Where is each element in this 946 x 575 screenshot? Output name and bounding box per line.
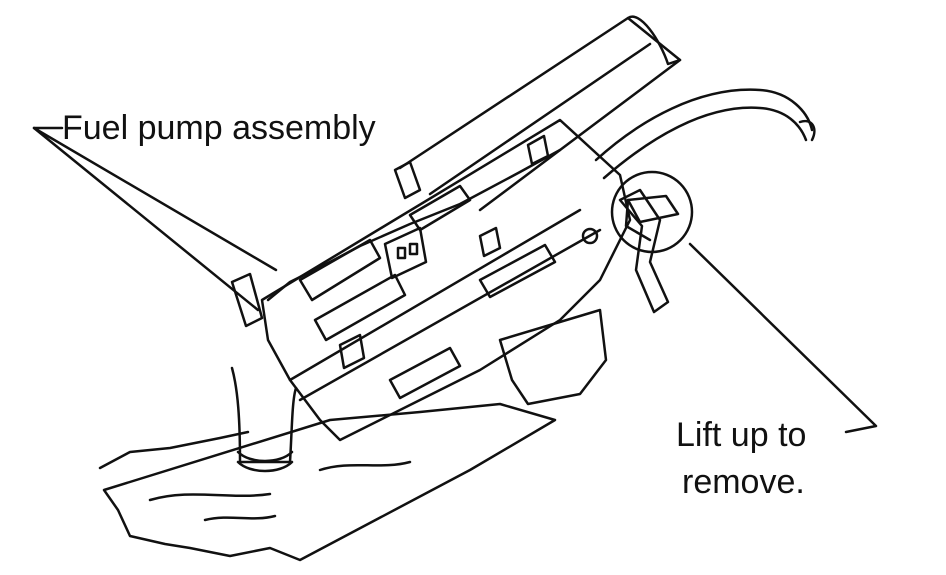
hose-end — [798, 119, 816, 142]
suction-pipe-ring — [236, 460, 294, 473]
pump-body — [260, 118, 632, 442]
connector-pin — [408, 242, 419, 256]
pump-slot — [298, 238, 382, 302]
fuel-pump-assembly-label: Fuel pump assembly — [62, 109, 376, 147]
pump-slot — [408, 184, 472, 232]
connector-pin — [396, 246, 407, 260]
lower-bracket — [498, 308, 608, 406]
pump-slot — [388, 346, 462, 400]
detail-part — [624, 198, 652, 242]
lift-up-label-line2: remove. — [682, 463, 805, 501]
leader-line-lift — [688, 242, 878, 434]
upper-tube — [398, 16, 682, 212]
left-tab — [230, 272, 264, 328]
detail-part — [626, 194, 680, 224]
pump-slot — [478, 243, 557, 299]
clip — [393, 160, 422, 200]
clip — [338, 333, 366, 370]
leader-line-fuel — [32, 126, 278, 272]
upper-tube-edge — [428, 42, 652, 196]
locking-lever — [618, 188, 670, 314]
fuel-hose — [602, 106, 808, 180]
lever-pivot — [581, 227, 599, 245]
fuel-hose — [594, 88, 814, 162]
pump-slot — [313, 273, 407, 342]
pump-ridge — [288, 208, 582, 382]
floor-wrinkle — [203, 514, 277, 522]
floor-wrinkle — [318, 460, 412, 472]
clip — [478, 226, 502, 258]
suction-pipe — [230, 366, 298, 464]
pump-face — [266, 148, 562, 302]
pump-ridge — [298, 228, 602, 402]
suction-pipe-ring — [236, 450, 294, 463]
tank-floor-outline — [98, 402, 557, 562]
upper-tube-end — [626, 15, 682, 66]
leader-line-fuel — [32, 126, 260, 312]
lift-up-label-line1: Lift up to — [676, 416, 807, 454]
detail-circle — [610, 170, 694, 254]
connector-box — [383, 226, 428, 280]
floor-wrinkle — [148, 492, 272, 502]
clip — [526, 134, 550, 166]
